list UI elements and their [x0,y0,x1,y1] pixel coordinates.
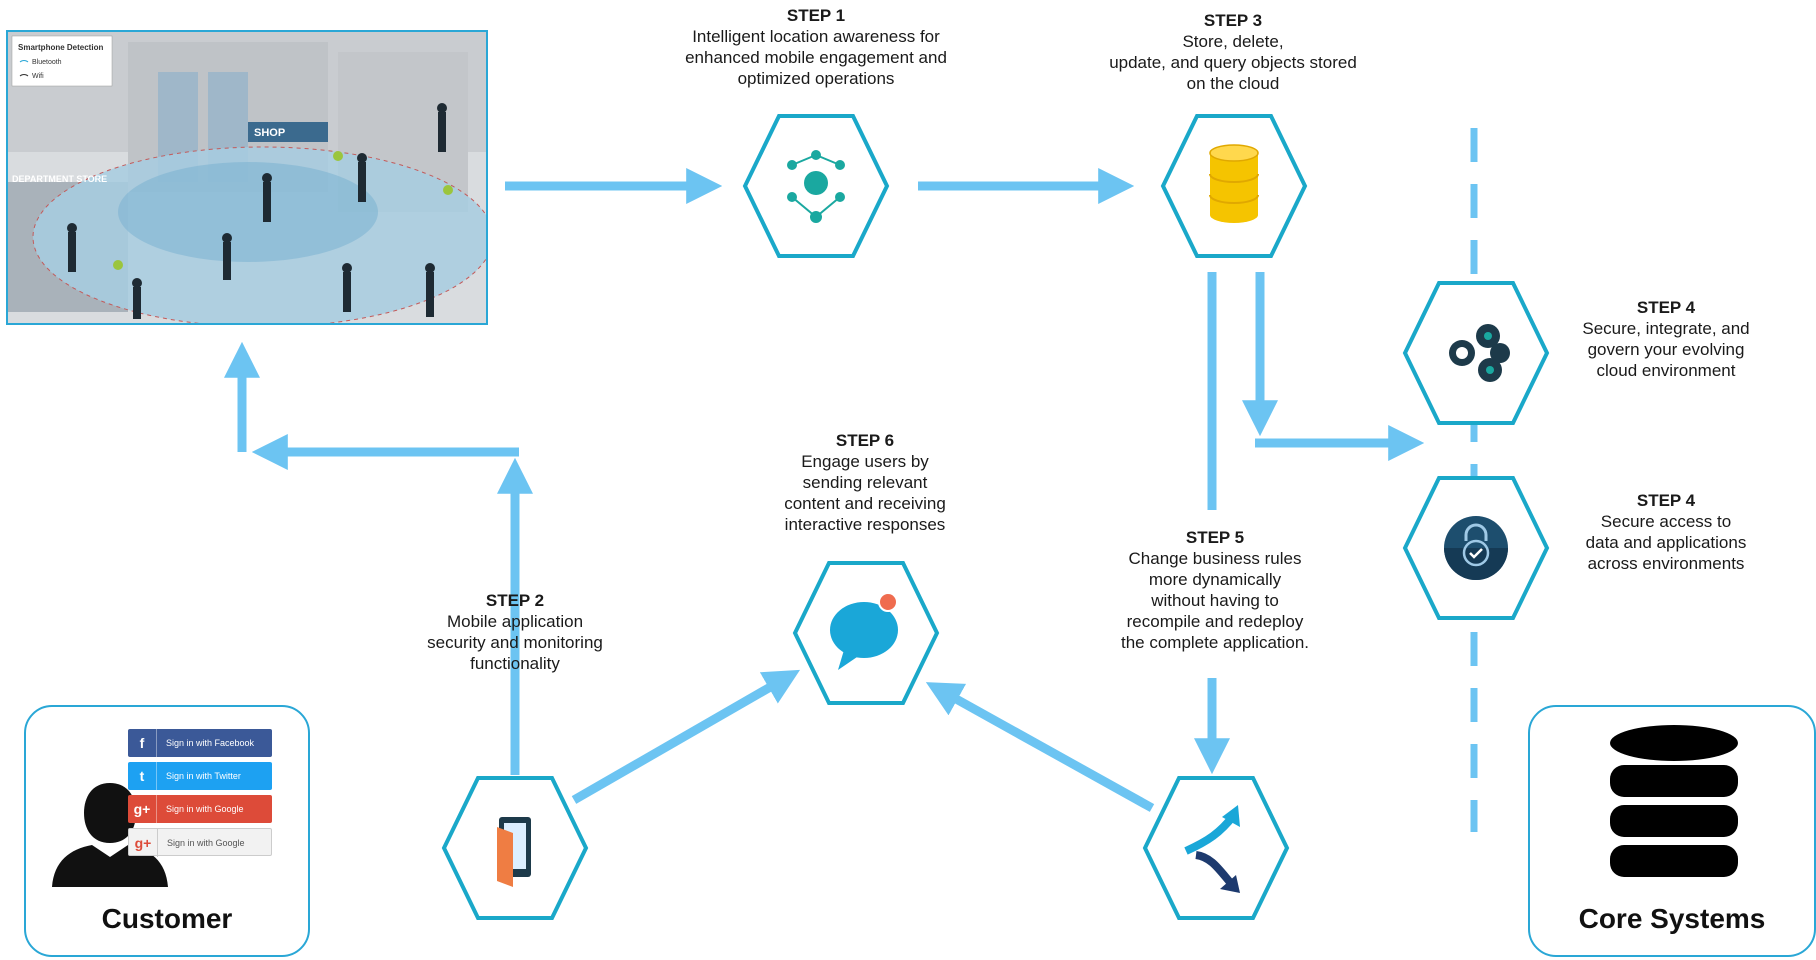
step4a-description: Secure, integrate, and govern your evolv… [1582,319,1750,380]
google-signin-label: Sign in with Google [166,804,244,814]
step1-text: STEP 1 Intelligent location awareness fo… [650,5,982,89]
step3-description: Store, delete, update, and query objects… [1109,32,1357,93]
step1-hexagon [742,114,890,258]
split-arrows-icon [1184,805,1240,893]
step3-hexagon [1160,114,1308,258]
arrow-step2-to-step6 [571,669,801,804]
step4b-description: Secure access to data and applications a… [1585,512,1747,573]
facebook-signin-button[interactable]: f Sign in with Facebook [128,729,272,757]
step4b-hexagon [1402,476,1550,620]
chat-bubble-icon [830,592,898,670]
google-signin-button[interactable]: g+ Sign in with Google [128,795,272,823]
scene-sign-shop: SHOP [254,127,285,139]
twitter-signin-button[interactable]: t Sign in with Twitter [128,762,272,790]
store-scene-image: Smartphone Detection Bluetooth Wifi SHOP… [6,30,488,325]
step2-description: Mobile application security and monitori… [427,612,603,673]
step4a-title: STEP 4 [1636,298,1696,317]
core-systems-card: Core Systems [1528,705,1816,957]
step2-text: STEP 2 Mobile application security and m… [395,590,635,674]
network-node-icon [787,150,845,223]
scene-sign-store: DEPARTMENT STORE [12,174,107,184]
step3-text: STEP 3 Store, delete, update, and query … [1060,10,1406,94]
step1-title: STEP 1 [786,6,846,25]
step1-description: Intelligent location awareness for enhan… [685,27,947,88]
mobile-door-icon [497,817,531,887]
step5-title: STEP 5 [1185,528,1245,547]
step5-description: Change business rules more dynamically w… [1120,549,1310,652]
step3-title: STEP 3 [1203,11,1263,30]
google-plus-icon-alt: g+ [129,829,158,857]
step6-hexagon [792,561,940,705]
database-icon [1610,725,1738,877]
scene-legend-bluetooth: Bluetooth [32,59,62,66]
step6-description: Engage users by sending relevant content… [784,452,946,534]
step2-hexagon [441,776,589,920]
step5-text: STEP 5 Change business rules more dynami… [1090,527,1340,653]
twitter-signin-label: Sign in with Twitter [166,771,241,781]
scene-legend-wifi: Wifi [32,73,44,80]
customer-card: f Sign in with Facebook t Sign in with T… [24,705,310,957]
facebook-signin-label: Sign in with Facebook [166,738,255,748]
step6-title: STEP 6 [835,431,895,450]
database-stack-icon [1209,144,1259,223]
scene-legend-title: Smartphone Detection [18,43,103,52]
arrow-step5-to-step6 [925,682,1155,812]
core-systems-label: Core Systems [1578,903,1766,934]
google-plus-icon: g+ [128,795,157,823]
step4a-text: STEP 4 Secure, integrate, and govern you… [1556,297,1776,381]
lock-check-icon [1444,516,1508,580]
twitter-icon: t [128,762,157,790]
connected-circles-icon [1449,324,1510,382]
facebook-icon: f [128,729,157,757]
step4b-text: STEP 4 Secure access to data and applica… [1556,490,1776,574]
step2-title: STEP 2 [485,591,545,610]
step5-hexagon [1142,776,1290,920]
step6-text: STEP 6 Engage users by sending relevant … [745,430,985,535]
google-signin-button-alt[interactable]: g+ Sign in with Google [128,828,272,857]
step4a-hexagon [1402,281,1550,425]
step4b-title: STEP 4 [1636,491,1696,510]
customer-label: Customer [101,903,233,934]
google-signin-label-alt: Sign in with Google [167,838,245,848]
